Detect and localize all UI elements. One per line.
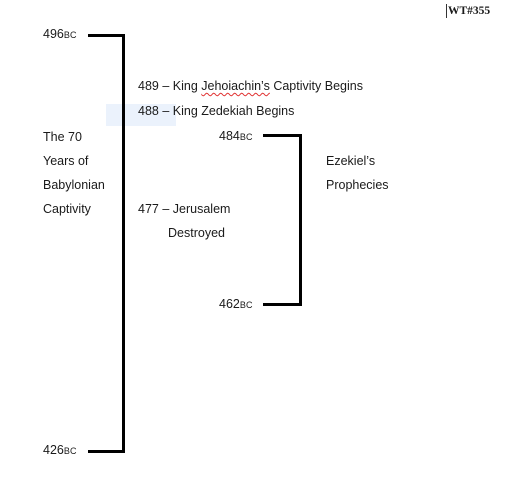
main-label-line-2: Years of bbox=[43, 154, 89, 168]
event-jerusalem-destroyed-line-2: Destroyed bbox=[168, 226, 225, 240]
main-label-line-3: Babylonian bbox=[43, 178, 105, 192]
sub-timeline-vertical-line bbox=[299, 134, 302, 306]
event-year: 488 bbox=[138, 104, 159, 118]
sub-label-line-2: Prophecies bbox=[326, 178, 389, 192]
main-timeline-top-tick bbox=[88, 34, 125, 37]
main-start-era: BC bbox=[63, 30, 77, 40]
sub-start-year: 484 bbox=[219, 129, 240, 143]
sub-end-year: 462 bbox=[219, 297, 240, 311]
spellcheck-word: Jehoiachin’s bbox=[201, 79, 270, 93]
event-year: 489 bbox=[138, 79, 159, 93]
event-zedekiah-begins: 488 – King Zedekiah Begins bbox=[138, 104, 295, 118]
event-jehoiachin-captivity: 489 – King Jehoiachin’s Captivity Begins bbox=[138, 79, 363, 93]
text-cursor bbox=[446, 4, 447, 18]
event-year: 477 bbox=[138, 202, 159, 216]
main-start-date: 496BC bbox=[43, 27, 77, 42]
sub-label-line-1: Ezekiel’s bbox=[326, 154, 376, 168]
main-timeline-bottom-tick bbox=[88, 450, 125, 453]
sub-timeline-bottom-tick bbox=[263, 303, 302, 306]
document-reference: WT#355 bbox=[448, 5, 491, 17]
sub-end-date: 462BC bbox=[219, 297, 253, 312]
event-jerusalem-destroyed: 477 – Jerusalem bbox=[138, 202, 231, 216]
main-label-line-1: The 70 bbox=[43, 130, 82, 144]
main-end-date: 426BC bbox=[43, 443, 77, 458]
main-end-era: BC bbox=[63, 446, 77, 456]
sub-end-era: BC bbox=[239, 300, 253, 310]
main-start-year: 496 bbox=[43, 27, 64, 41]
main-timeline-vertical-line bbox=[122, 34, 125, 453]
sub-start-date: 484BC bbox=[219, 129, 253, 144]
sub-start-era: BC bbox=[239, 132, 253, 142]
sub-timeline-top-tick bbox=[263, 134, 302, 137]
main-label-line-4: Captivity bbox=[43, 202, 91, 216]
main-end-year: 426 bbox=[43, 443, 64, 457]
